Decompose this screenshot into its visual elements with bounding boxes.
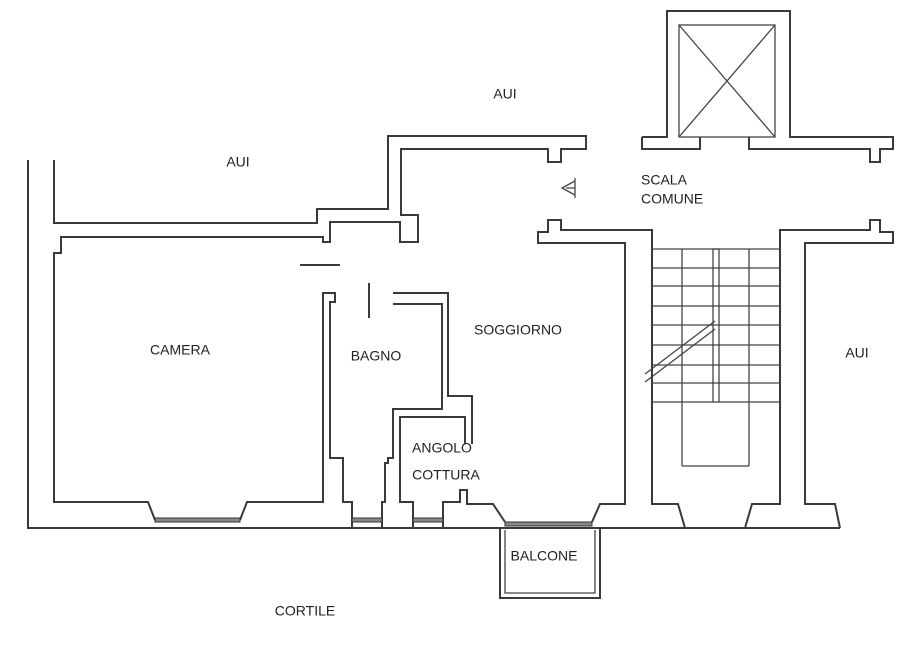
label-scala: SCALA: [641, 172, 688, 188]
label-camera: CAMERA: [150, 342, 211, 358]
balcony: [499, 528, 601, 599]
window-bagno: [351, 517, 383, 523]
label-aui-right: AUI: [845, 345, 868, 361]
wall-soggiorno-south: [442, 489, 506, 528]
label-balcone: BALCONE: [511, 548, 578, 564]
outer-wall-left: [27, 160, 840, 529]
wall-north-stair-left: [641, 137, 701, 150]
wall-soggiorno-east: [537, 219, 686, 529]
doors: [300, 178, 576, 318]
label-comune: COMUNE: [641, 191, 703, 207]
wall-north-outer: [53, 135, 587, 521]
label-aui-top: AUI: [493, 86, 516, 102]
label-bagno: BAGNO: [351, 348, 402, 364]
wall-north-stair: [642, 10, 894, 163]
wall-camera-south: [239, 292, 353, 528]
walls: [27, 10, 894, 529]
wall-angolo-cottura: [399, 416, 466, 528]
window-cottura: [412, 517, 444, 523]
wall-bagno: [393, 292, 473, 444]
label-soggiorno: SOGGIORNO: [474, 322, 562, 338]
lift-shaft: [678, 24, 776, 138]
label-cottura: COTTURA: [412, 467, 480, 483]
label-cortile: CORTILE: [275, 603, 335, 619]
label-aui-top-left: AUI: [226, 154, 249, 170]
window-camera: [154, 517, 241, 523]
wall-stair-east: [744, 219, 894, 529]
staircase: [644, 248, 780, 467]
window-soggiorno: [504, 521, 593, 527]
entrance-arrow-icon: [560, 178, 576, 198]
label-angolo: ANGOLO: [412, 440, 472, 456]
windows: [154, 517, 593, 527]
wall-bagno-inner: [381, 303, 443, 528]
